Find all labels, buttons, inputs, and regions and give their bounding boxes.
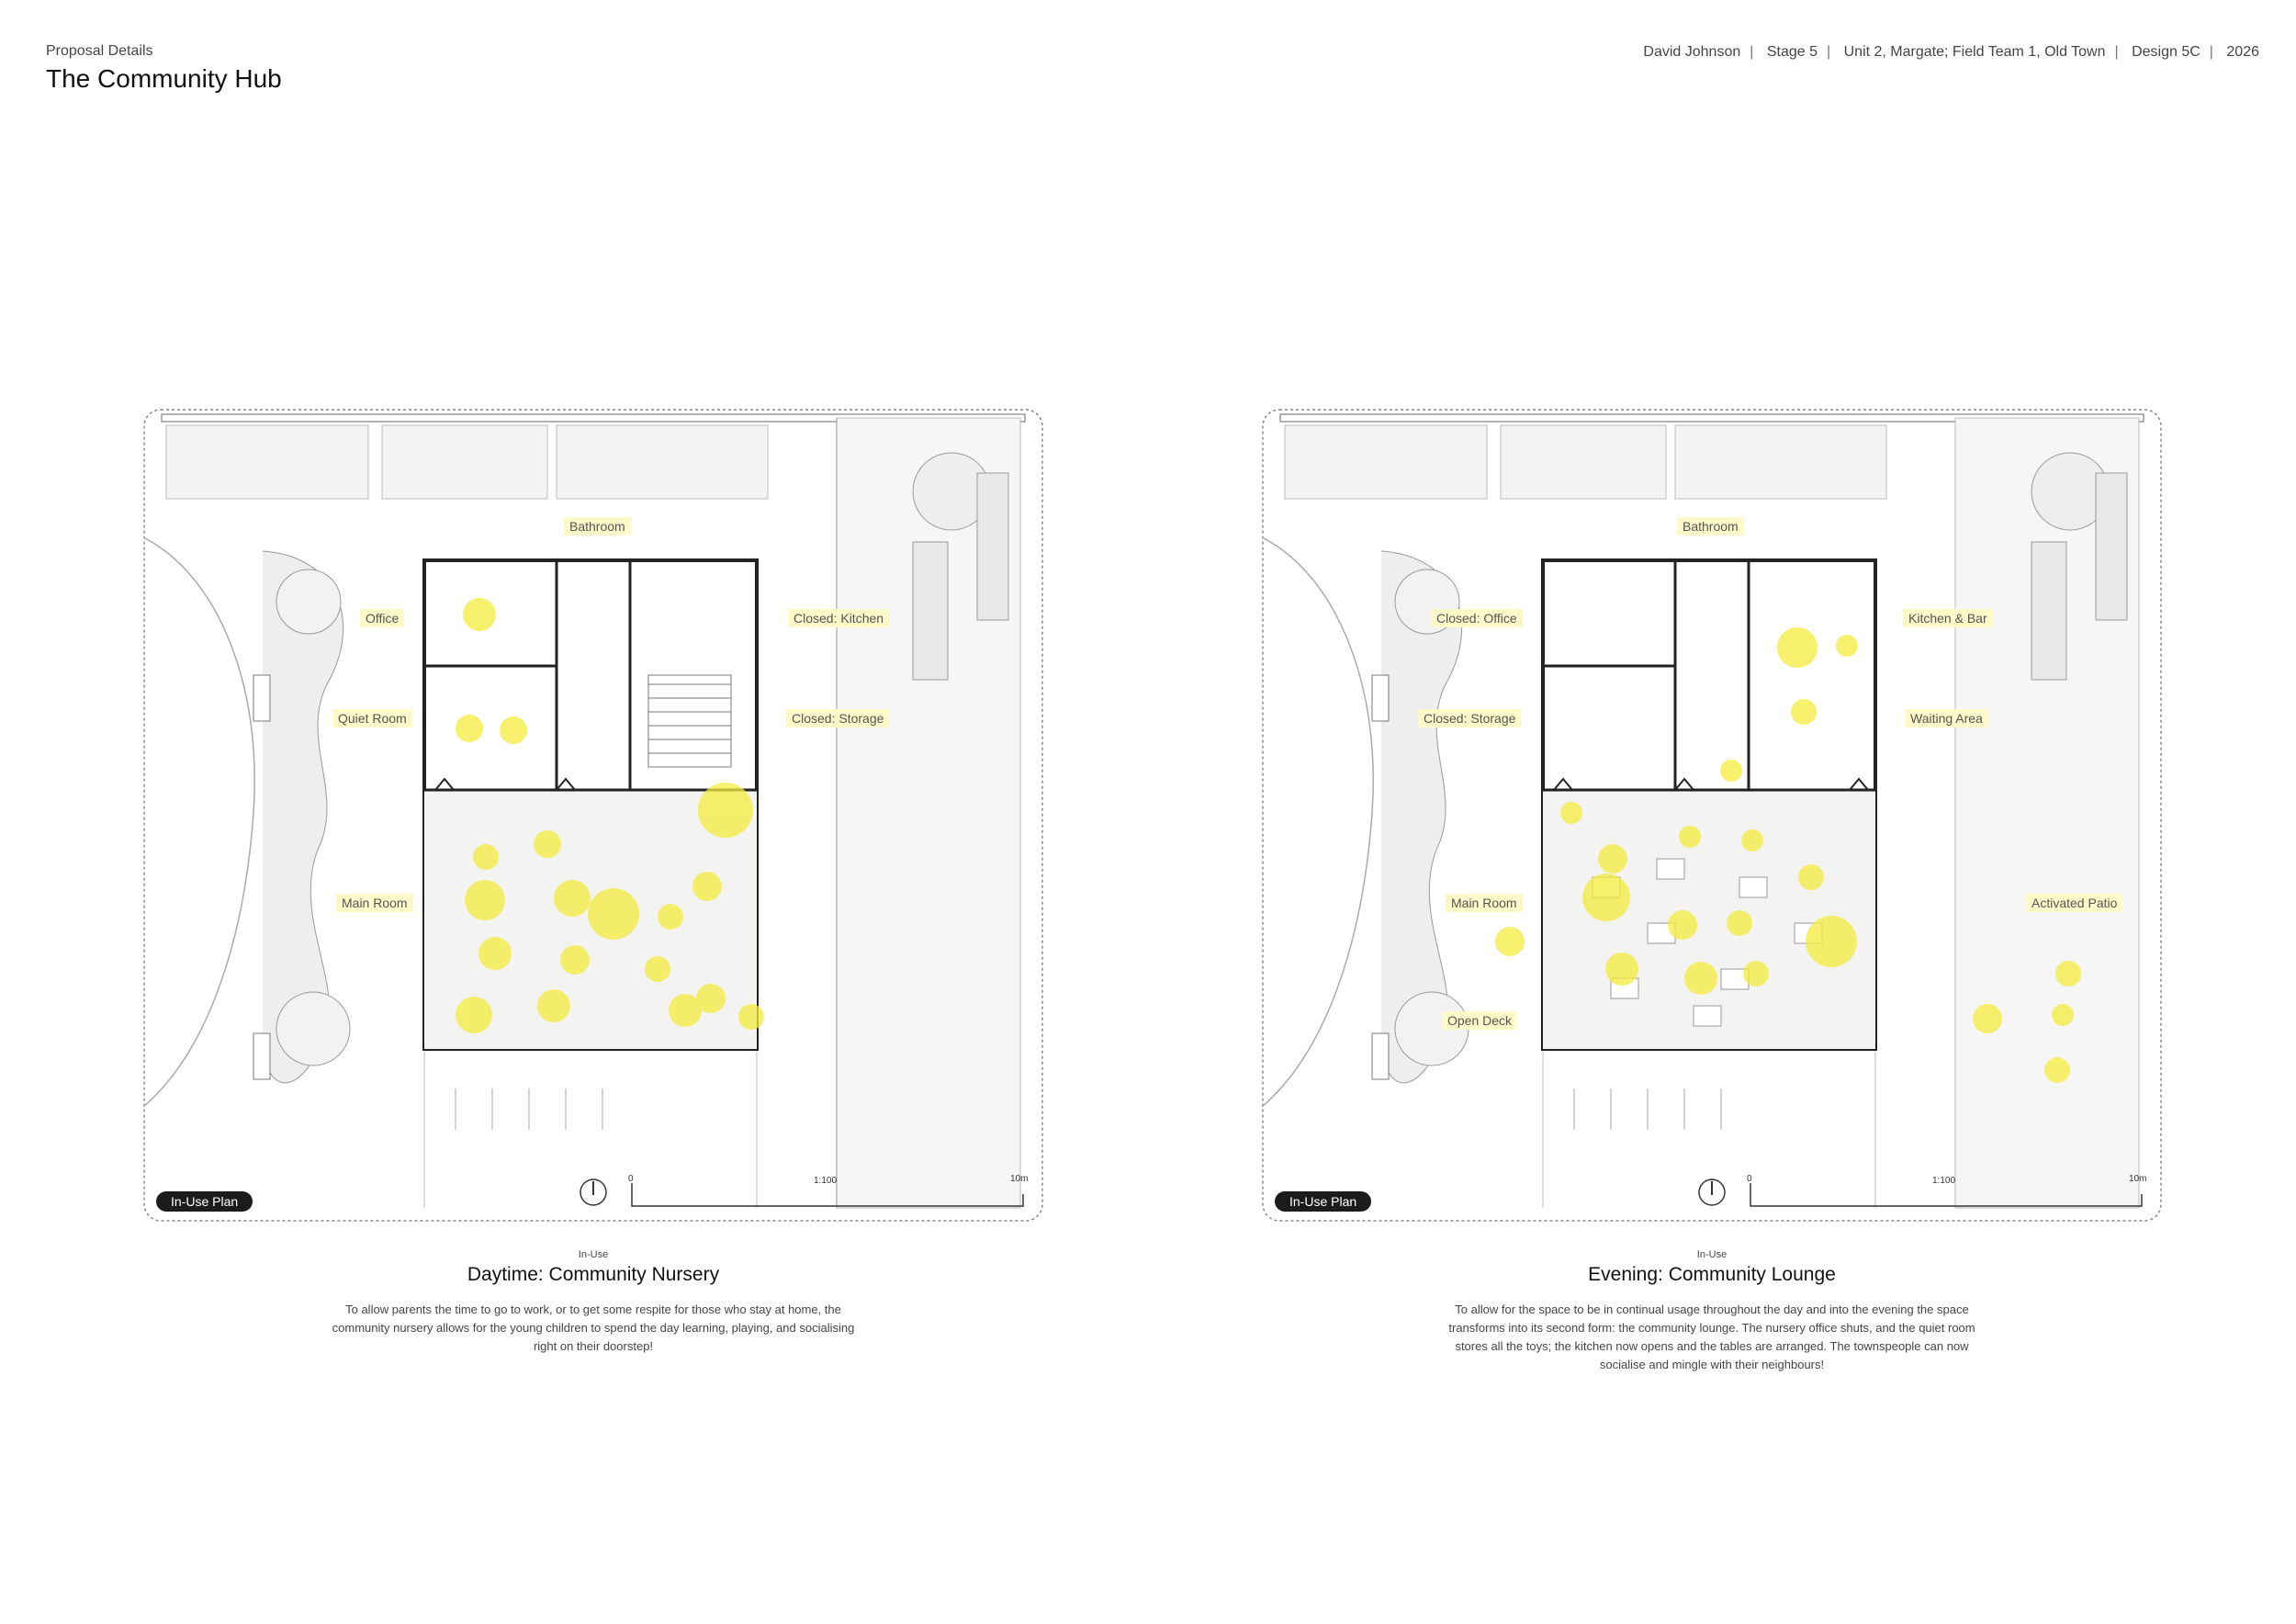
meta-stage: Stage 5 [1766, 44, 1818, 60]
room-label-waiting-area: Waiting Area [1905, 709, 1988, 727]
room-label-closed-storage: Closed: Storage [786, 709, 890, 727]
page-title: The Community Hub [46, 64, 282, 93]
room-label-quiet-room: Quiet Room [332, 709, 412, 727]
scale-ratio: 1:100 [1932, 1176, 1956, 1186]
page-kicker: Proposal Details [46, 43, 153, 59]
caption-title: Daytime: Community Nursery [467, 1264, 720, 1285]
room-label-main-room: Main Room [1446, 894, 1523, 912]
caption-title: Evening: Community Lounge [1588, 1264, 1836, 1285]
plan-panel-daytime: Bathroom Office Closed: Kitchen Quiet Ro… [143, 409, 1043, 1222]
plan-tag: In-Use Plan [156, 1191, 253, 1212]
meta-author: David Johnson [1643, 44, 1741, 60]
meta-unit: Unit 2, Margate; Field Team 1, Old Town [1843, 44, 2106, 60]
room-label-activated-patio: Activated Patio [2026, 894, 2123, 912]
meta-design: Design 5C [2132, 44, 2200, 60]
room-label-bathroom: Bathroom [1677, 517, 1744, 536]
room-label-closed-storage: Closed: Storage [1418, 709, 1522, 727]
room-label-office: Office [360, 609, 405, 627]
room-label-closed-office: Closed: Office [1431, 609, 1523, 627]
room-label-open-deck: Open Deck [1442, 1011, 1518, 1030]
plan-panel-evening: Bathroom Closed: Office Kitchen & Bar Cl… [1262, 409, 2162, 1222]
plan-tag: In-Use Plan [1275, 1191, 1372, 1212]
room-label-main-room: Main Room [336, 894, 413, 912]
caption-daytime: In-Use Daytime: Community Nursery To all… [143, 1249, 1043, 1356]
room-label-bathroom: Bathroom [564, 517, 631, 536]
project-meta: David Johnson| Stage 5| Unit 2, Margate;… [1643, 44, 2259, 60]
scale-start: 0 [1747, 1174, 1752, 1184]
caption-description: To allow parents the time to go to work,… [332, 1303, 855, 1353]
caption-description: To allow for the space to be in continua… [1448, 1303, 1975, 1371]
caption-kicker: In-Use [578, 1249, 609, 1260]
caption-kicker: In-Use [1696, 1249, 1728, 1260]
scale-end: 10m [2129, 1174, 2147, 1184]
room-label-closed-kitchen: Closed: Kitchen [788, 609, 890, 627]
caption-evening: In-Use Evening: Community Lounge To allo… [1262, 1249, 2162, 1374]
scale-start: 0 [628, 1174, 634, 1184]
room-label-kitchen-bar: Kitchen & Bar [1903, 609, 1993, 627]
scale-end: 10m [1010, 1174, 1029, 1184]
scale-ratio: 1:100 [814, 1176, 838, 1186]
meta-year: 2026 [2226, 44, 2259, 60]
